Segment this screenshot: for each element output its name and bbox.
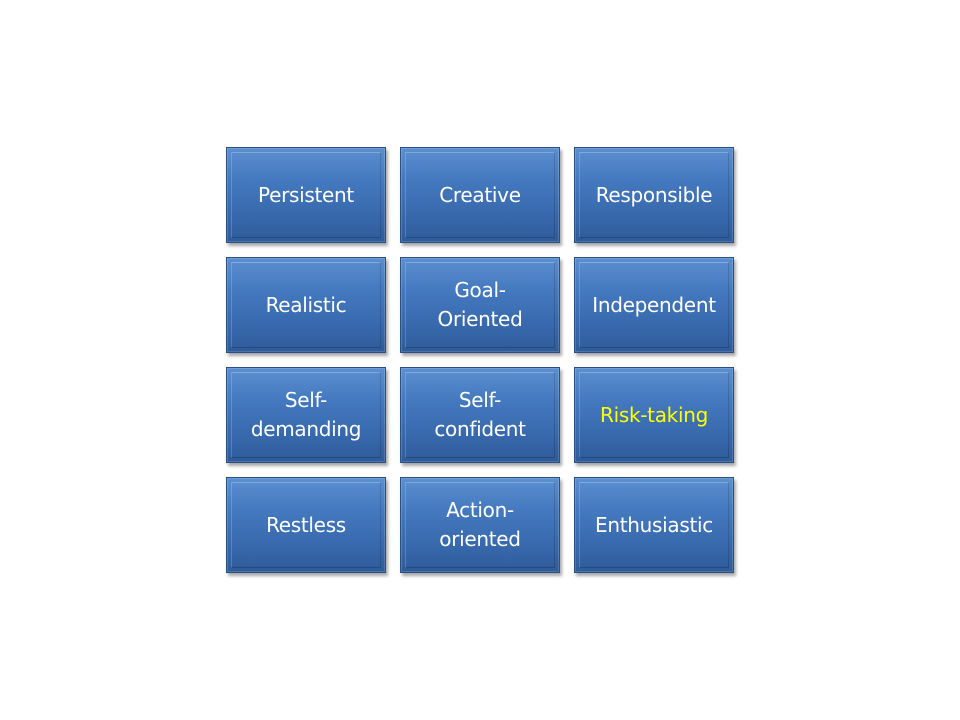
trait-label: Goal-Oriented [437,278,523,331]
trait-box-creative: Creative [400,147,560,243]
trait-box-risk-taking: Risk-taking [574,367,734,463]
trait-label: Persistent [258,182,354,207]
trait-box-goal-oriented: Goal-Oriented [400,257,560,353]
trait-box-self-demanding: Self-demanding [226,367,386,463]
trait-label: Independent [592,292,716,317]
trait-box-restless: Restless [226,477,386,573]
trait-box-action-oriented: Action-oriented [400,477,560,573]
trait-label-highlighted: Risk-taking [600,402,708,427]
trait-box-self-confident: Self-confident [400,367,560,463]
trait-label: Responsible [595,182,713,207]
trait-box-enthusiastic: Enthusiastic [574,477,734,573]
trait-label: Self-confident [434,388,526,441]
trait-box-independent: Independent [574,257,734,353]
trait-label: Restless [266,512,346,537]
trait-label: Realistic [265,292,347,317]
trait-box-realistic: Realistic [226,257,386,353]
trait-box-responsible: Responsible [574,147,734,243]
trait-box-persistent: Persistent [226,147,386,243]
trait-label: Action-oriented [439,498,521,551]
trait-label: Self-demanding [250,388,362,441]
trait-label: Creative [439,182,521,207]
trait-grid: Persistent Creative Responsible Realisti… [226,147,734,573]
trait-label: Enthusiastic [595,512,713,537]
